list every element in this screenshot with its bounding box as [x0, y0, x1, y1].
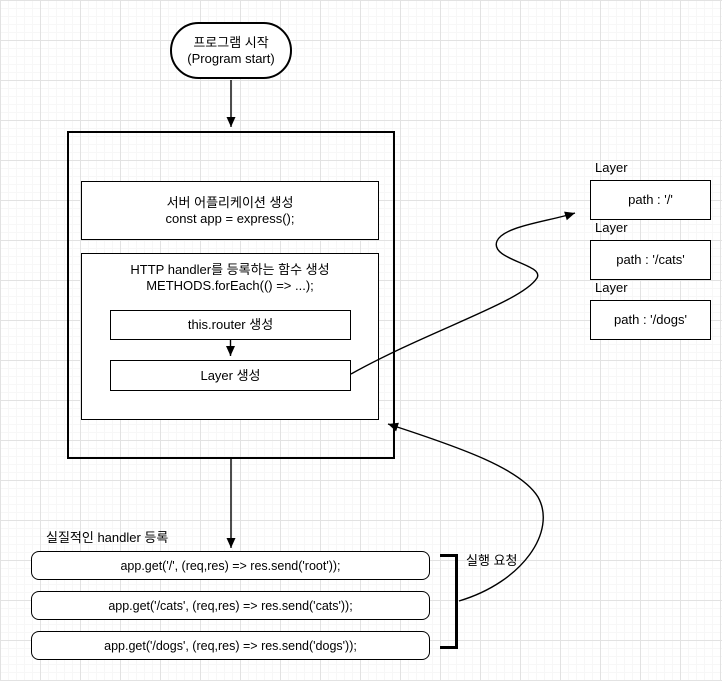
- layer-2-path: path : '/cats': [616, 252, 685, 267]
- handler-factory-line2: METHODS.forEach(() => ...);: [146, 278, 314, 293]
- layer-2-box[interactable]: path : '/cats': [590, 240, 711, 280]
- router-create-label: this.router 생성: [187, 317, 274, 332]
- handler-code-dogs[interactable]: app.get('/dogs', (req,res) => res.send('…: [31, 631, 430, 660]
- layer-create-label: Layer 생성: [200, 367, 261, 383]
- server-app-line1: 서버 어플리케이션 생성: [166, 194, 294, 210]
- router-create-box[interactable]: this.router 생성: [110, 310, 351, 340]
- handler-code-root[interactable]: app.get('/', (req,res) => res.send('root…: [31, 551, 430, 580]
- execution-request-label[interactable]: 실행 요청: [466, 553, 518, 568]
- start-node-subtitle: (Program start): [187, 50, 275, 66]
- start-node-title: 프로그램 시작: [193, 34, 269, 50]
- layer-3-path: path : '/dogs': [614, 312, 687, 327]
- handler-code-dogs-text: app.get('/dogs', (req,res) => res.send('…: [104, 638, 357, 653]
- handler-code-root-text: app.get('/', (req,res) => res.send('root…: [120, 558, 341, 573]
- layer-1-box[interactable]: path : '/': [590, 180, 711, 220]
- layer-create-box[interactable]: Layer 생성: [110, 360, 351, 391]
- handler-section-label[interactable]: 실질적인 handler 등록: [46, 530, 169, 545]
- start-node[interactable]: 프로그램 시작 (Program start): [170, 22, 292, 79]
- layer-1-path: path : '/': [628, 192, 673, 207]
- handler-code-cats[interactable]: app.get('/cats', (req,res) => res.send('…: [31, 591, 430, 620]
- server-app-box[interactable]: 서버 어플리케이션 생성 const app = express();: [81, 181, 379, 240]
- layer-2-title[interactable]: Layer: [595, 220, 628, 235]
- handler-code-cats-text: app.get('/cats', (req,res) => res.send('…: [108, 598, 353, 613]
- handler-factory-line1: HTTP handler를 등록하는 함수 생성: [130, 262, 330, 277]
- execution-bracket[interactable]: [440, 554, 458, 649]
- server-app-line2: const app = express();: [165, 210, 295, 226]
- layer-1-title[interactable]: Layer: [595, 160, 628, 175]
- layer-3-title[interactable]: Layer: [595, 280, 628, 295]
- layer-3-box[interactable]: path : '/dogs': [590, 300, 711, 340]
